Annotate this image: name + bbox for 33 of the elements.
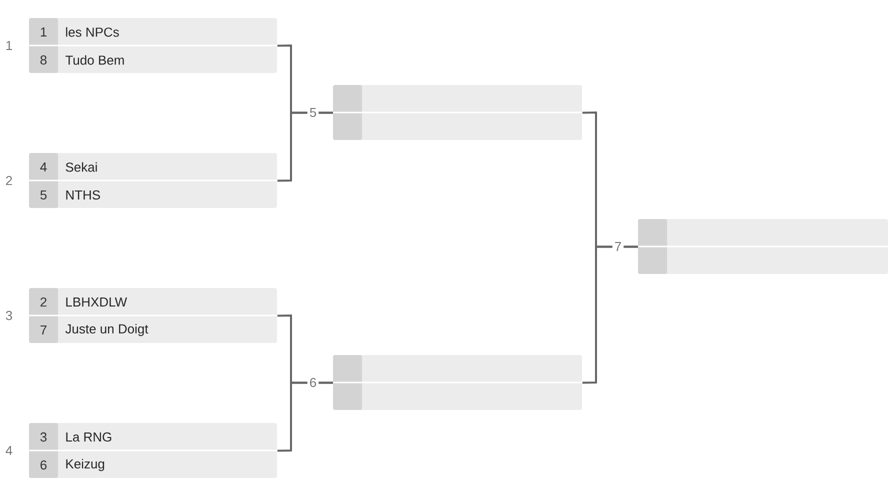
match-number: 1 xyxy=(6,41,12,50)
edge-label: 6 xyxy=(307,376,319,390)
empty-match-box xyxy=(638,219,888,274)
seed-number: 6 xyxy=(40,460,47,470)
seed-number: 8 xyxy=(40,55,47,65)
match-box xyxy=(29,18,277,73)
team-name: Tudo Bem xyxy=(66,55,124,65)
team-name: Sekai xyxy=(66,162,97,172)
team-name: les NPCs xyxy=(66,27,119,37)
team-name: La RNG xyxy=(66,432,112,442)
match-box xyxy=(29,288,277,343)
match-number: 3 xyxy=(6,310,12,320)
bracket-line xyxy=(582,246,638,384)
empty-match-box xyxy=(333,85,582,140)
seed-number: 7 xyxy=(40,326,46,334)
bracket-line xyxy=(277,112,333,182)
team-name: Juste un Doigt xyxy=(65,324,148,336)
match-number: 2 xyxy=(6,176,12,186)
match-box xyxy=(29,153,277,208)
seed-number: 5 xyxy=(40,190,47,200)
edge-label: 7 xyxy=(612,240,624,253)
seed-number: 3 xyxy=(40,432,47,442)
bracket-line xyxy=(277,382,333,452)
team-name: NTHS xyxy=(66,190,100,200)
empty-match-box xyxy=(333,355,582,410)
team-name: LBHXDLW xyxy=(66,298,128,306)
seed-number: 2 xyxy=(40,297,46,307)
seed-number: 4 xyxy=(40,162,47,172)
team-name: Keizug xyxy=(66,458,104,472)
seed-number: 1 xyxy=(40,28,46,36)
edge-label: 5 xyxy=(307,106,319,120)
match-box xyxy=(29,423,277,478)
match-number: 4 xyxy=(6,446,12,455)
